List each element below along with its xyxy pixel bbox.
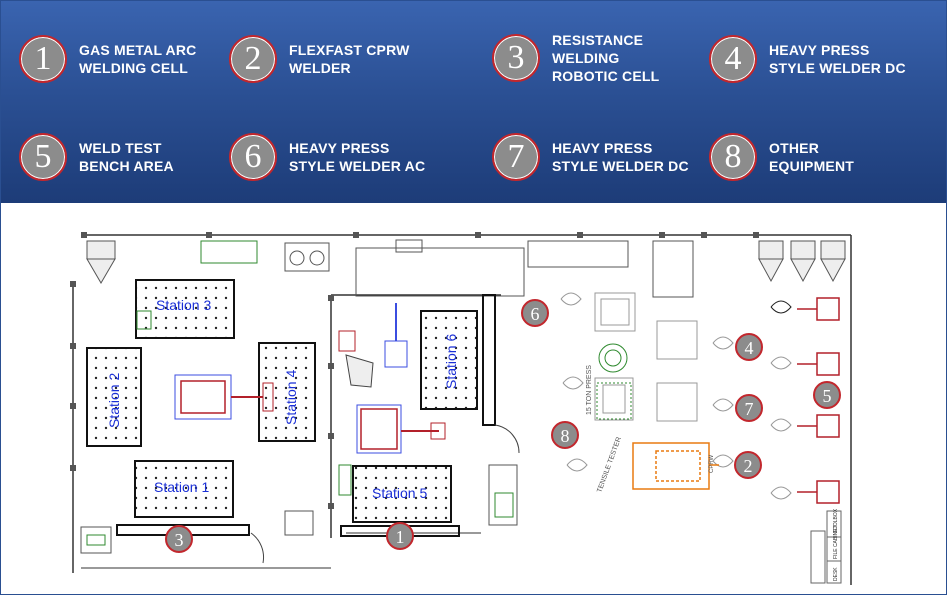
station-4-label: Station 4	[283, 370, 299, 425]
legend-number-badge: 7	[492, 133, 540, 181]
station-6-label: Station 6	[443, 334, 459, 389]
legend-item-1: 1 GAS METAL ARC WELDING CELL	[19, 35, 196, 83]
robot-cell-left	[136, 310, 274, 420]
svg-text:5: 5	[823, 386, 832, 406]
bench-welders-red	[797, 297, 840, 504]
legend-number-badge: 2	[229, 35, 277, 83]
svg-text:2: 2	[744, 456, 753, 476]
legend-number-badge: 1	[19, 35, 67, 83]
legend-item-6: 6 HEAVY PRESS STYLE WELDER AC	[229, 133, 425, 181]
legend-item-3: 3 RESISTANCE WELDING ROBOTIC CELL	[492, 31, 659, 85]
svg-text:8: 8	[561, 426, 570, 446]
top-fixtures	[86, 239, 846, 298]
legend-number-badge: 3	[492, 34, 540, 82]
legend-number-badge: 4	[709, 35, 757, 83]
svg-text:1: 1	[396, 527, 405, 547]
office-furniture	[810, 510, 842, 584]
station-5-label: Station 5	[372, 485, 427, 501]
cprw-welder	[632, 442, 719, 490]
station-2-table	[86, 347, 142, 447]
legend-number-badge: 6	[229, 133, 277, 181]
station-3-table	[135, 279, 235, 339]
legend-label: HEAVY PRESS STYLE WELDER DC	[769, 42, 906, 76]
svg-text:6: 6	[531, 304, 540, 324]
station-4-table	[258, 342, 316, 442]
svg-text:4: 4	[745, 338, 754, 358]
doors	[250, 354, 520, 564]
tensile-tester-label: TENSILE TESTER	[596, 436, 623, 493]
floor-plan-drawing: Station 3 Station 2 Station 4 Station 1 …	[70, 232, 852, 585]
legend-item-2: 2 FLEXFAST CPRW WELDER	[229, 35, 410, 83]
legend-label: RESISTANCE WELDING ROBOTIC CELL	[552, 32, 660, 84]
svg-text:3: 3	[175, 530, 184, 550]
cabinet-label: FILE CABINET	[833, 525, 839, 559]
marker-8: 8	[551, 421, 579, 449]
station-2-label: Station 2	[106, 373, 122, 428]
bottom-carts	[80, 464, 518, 554]
legend-banner: 1 GAS METAL ARC WELDING CELL 2 FLEXFAST …	[1, 1, 946, 203]
marker-5: 5	[813, 381, 841, 409]
marker-1: 1	[386, 522, 414, 550]
ton-press-label: 15 TON PRESS	[586, 365, 593, 415]
equipment-gray	[560, 292, 792, 500]
station-1-label: Station 1	[154, 479, 209, 495]
marker-2: 2	[734, 451, 762, 479]
equipment-green	[596, 343, 632, 420]
desk-label: DESK	[833, 567, 839, 581]
marker-7: 7	[735, 394, 763, 422]
legend-label: FLEXFAST CPRW WELDER	[289, 42, 410, 76]
rail-right-station6	[482, 294, 496, 426]
marker-6: 6	[521, 299, 549, 327]
legend-label: HEAVY PRESS STYLE WELDER DC	[552, 140, 689, 174]
station-5-table	[352, 465, 452, 523]
station-1-table	[134, 460, 234, 518]
marker-3: 3	[165, 525, 193, 553]
legend-item-7: 7 HEAVY PRESS STYLE WELDER DC	[492, 133, 689, 181]
cprw-label: CPRW	[709, 454, 715, 473]
station-6-table	[420, 310, 478, 410]
marker-4: 4	[735, 333, 763, 361]
toolbox-label: TOOLBOX	[833, 508, 839, 533]
legend-label: WELD TEST BENCH AREA	[79, 140, 174, 174]
svg-text:7: 7	[745, 399, 754, 419]
legend-number-badge: 8	[709, 133, 757, 181]
legend-label: GAS METAL ARC WELDING CELL	[79, 42, 197, 76]
robot-cell-right	[338, 303, 446, 496]
floor-plan: Station 3 Station 2 Station 4 Station 1 …	[1, 203, 946, 594]
legend-item-5: 5 WELD TEST BENCH AREA	[19, 133, 174, 181]
station-3-label: Station 3	[156, 297, 211, 313]
legend-item-8: 8 OTHER EQUIPMENT	[709, 133, 854, 181]
legend-item-4: 4 HEAVY PRESS STYLE WELDER DC	[709, 35, 906, 83]
legend-number-badge: 5	[19, 133, 67, 181]
legend-label: OTHER EQUIPMENT	[769, 140, 855, 174]
legend-label: HEAVY PRESS STYLE WELDER AC	[289, 140, 426, 174]
